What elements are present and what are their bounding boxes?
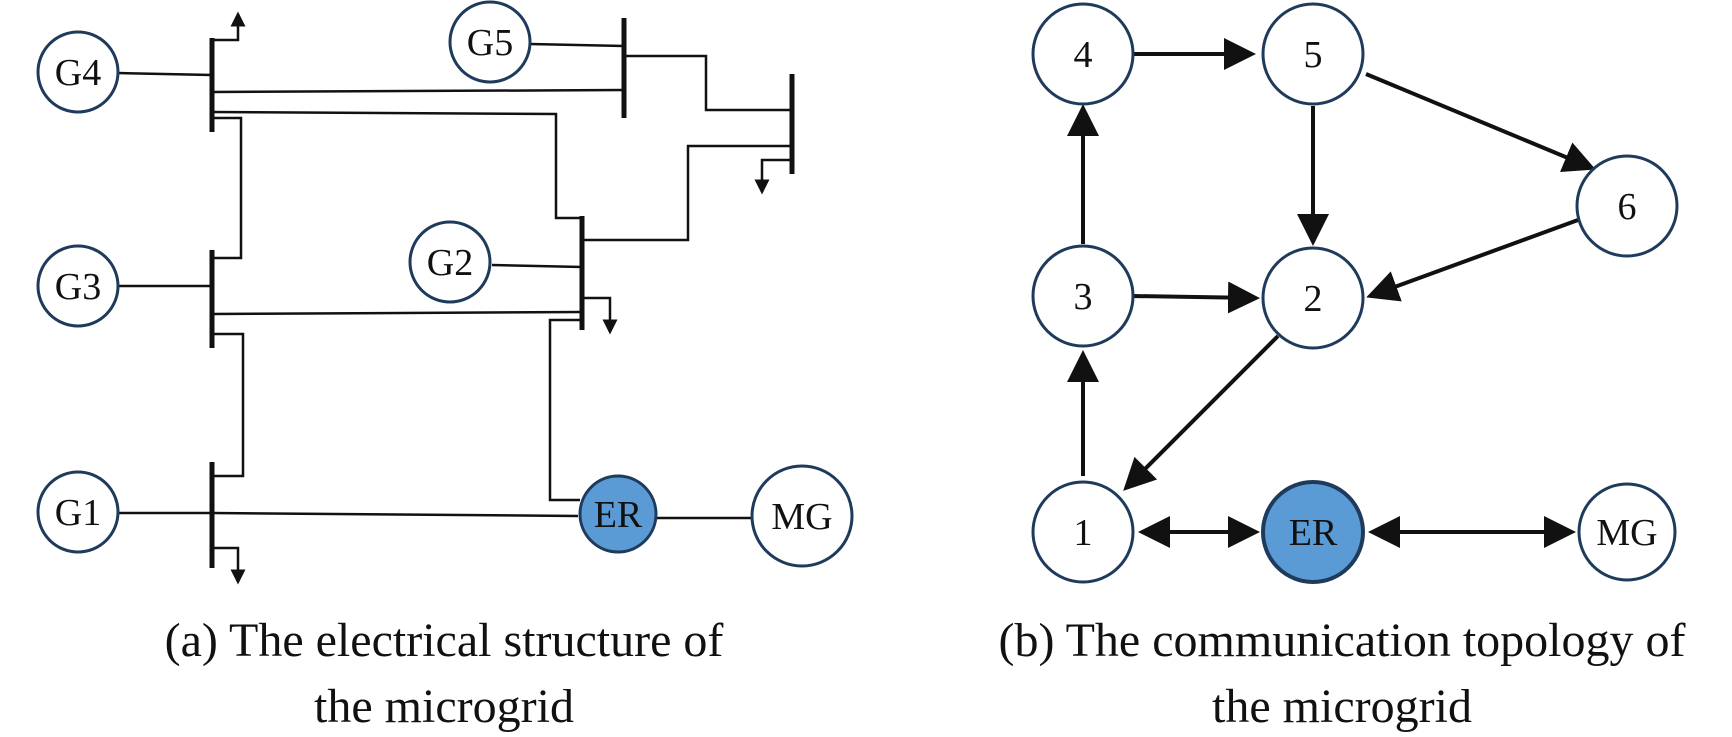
caption-b-line1: (b) The communication topology of <box>999 614 1686 667</box>
line-g1-er <box>211 511 579 518</box>
node-3-label: 3 <box>1074 276 1093 318</box>
node-6-label: 6 <box>1618 186 1637 228</box>
main-grid-node-a: MG <box>750 464 854 568</box>
generator-g4-label: G4 <box>55 52 101 94</box>
load-arrow-g2 <box>582 296 618 335</box>
generator-g1-label: G1 <box>55 492 101 534</box>
caption-a-line2: the microgrid <box>314 680 574 733</box>
panel-communication-topology: 4 5 6 3 2 1 ER MG (b) Th <box>999 2 1686 733</box>
generator-g1-node: G1 <box>36 470 120 554</box>
node-2: 2 <box>1261 246 1365 350</box>
node-5: 5 <box>1261 2 1365 106</box>
load-arrow-bus <box>754 158 792 195</box>
line-g3-g1 <box>212 332 245 478</box>
caption-b-line2: the microgrid <box>1212 680 1472 733</box>
wire-g4 <box>117 71 213 77</box>
energy-router-node-a: ER <box>578 474 658 554</box>
panel-electrical-structure: G4 G3 G1 G2 G5 ER MG (a) The electrical … <box>36 0 854 733</box>
generator-g2-node: G2 <box>408 220 492 304</box>
edge-6-to-2 <box>1366 218 1579 302</box>
line-g3-g2 <box>211 310 583 316</box>
generator-g2-label: G2 <box>427 242 473 284</box>
generator-g3-label: G3 <box>55 266 101 308</box>
main-grid-label-b: MG <box>1596 512 1657 554</box>
generator-g4-node: G4 <box>36 30 120 114</box>
node-5-label: 5 <box>1304 34 1323 76</box>
energy-router-label-b: ER <box>1289 512 1338 554</box>
energy-router-label-a: ER <box>594 494 643 536</box>
node-4: 4 <box>1031 2 1135 106</box>
load-arrow-g4 <box>212 11 246 42</box>
main-grid-node-b: MG <box>1577 482 1677 582</box>
node-4-label: 4 <box>1074 34 1093 76</box>
main-grid-label-a: MG <box>771 496 832 538</box>
edge-5-to-6 <box>1365 72 1596 173</box>
line-g5-load <box>624 54 792 112</box>
node-1-label: 1 <box>1074 512 1093 554</box>
generator-g5-label: G5 <box>467 22 513 64</box>
line-g2-er <box>548 318 582 502</box>
edge-2-to-1 <box>1123 334 1280 491</box>
generator-g3-node: G3 <box>36 244 120 328</box>
line-g2-load <box>582 144 792 242</box>
node-2-label: 2 <box>1304 278 1323 320</box>
line-g4-g5 <box>211 88 625 94</box>
node-6: 6 <box>1575 154 1679 258</box>
node-1: 1 <box>1031 480 1135 584</box>
node-3: 3 <box>1031 244 1135 348</box>
caption-a-line1: (a) The electrical structure of <box>165 614 724 667</box>
line-g4-g3 <box>212 116 243 260</box>
generator-g5-node: G5 <box>448 0 532 84</box>
wire-g2 <box>491 263 583 269</box>
energy-router-node-b: ER <box>1261 480 1365 584</box>
wire-g5 <box>529 42 625 48</box>
edge-3-to-2 <box>1131 281 1260 314</box>
load-arrow-g1 <box>212 546 246 585</box>
line-g4-g2 <box>211 110 582 220</box>
